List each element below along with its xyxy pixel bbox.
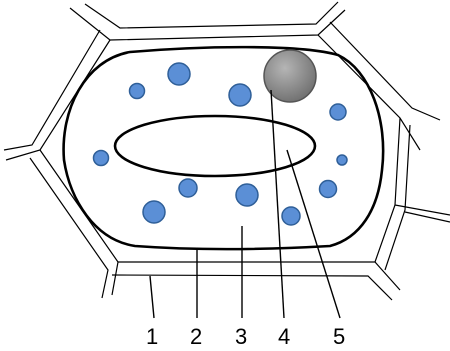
chloroplast bbox=[178, 178, 198, 198]
chloroplast bbox=[336, 154, 348, 166]
label-1: 1 bbox=[146, 324, 158, 349]
chloroplast bbox=[329, 103, 347, 121]
chloroplast bbox=[92, 149, 110, 167]
label-5: 5 bbox=[333, 324, 345, 349]
chloroplast bbox=[142, 200, 166, 224]
nucleus bbox=[263, 49, 317, 103]
vacuole bbox=[113, 114, 317, 178]
chloroplast bbox=[128, 82, 146, 100]
label-3: 3 bbox=[235, 324, 247, 349]
cell-membrane bbox=[62, 45, 385, 251]
leader-lines bbox=[149, 89, 341, 319]
chloroplasts bbox=[92, 62, 348, 226]
chloroplast bbox=[228, 83, 252, 107]
labels: 1 2 3 4 5 bbox=[146, 324, 345, 349]
chloroplast bbox=[167, 62, 191, 86]
chloroplast bbox=[318, 179, 338, 199]
chloroplast bbox=[235, 183, 259, 207]
label-2: 2 bbox=[190, 324, 202, 349]
chloroplast bbox=[281, 206, 301, 226]
label-4: 4 bbox=[278, 324, 290, 349]
